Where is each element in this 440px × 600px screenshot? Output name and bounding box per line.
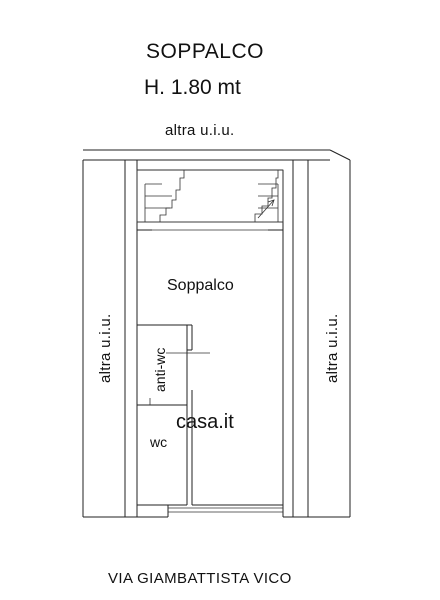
staircase xyxy=(136,169,284,231)
neighbor-right-label: altra u.i.u. xyxy=(324,314,341,383)
bathroom-block xyxy=(136,324,210,505)
room-label-soppalco: Soppalco xyxy=(167,277,234,294)
unit-outline xyxy=(124,159,294,517)
street-facade xyxy=(125,504,308,518)
street-label: VIA GIAMBATTISTA VICO xyxy=(108,570,292,587)
watermark-text: casa.it xyxy=(176,411,234,433)
room-label-anti-wc: anti-wc xyxy=(152,348,168,392)
top-wall xyxy=(83,149,330,161)
right-wall xyxy=(292,149,351,518)
room-label-wc: wc xyxy=(149,434,167,450)
neighbor-top-label: altra u.i.u. xyxy=(165,122,234,139)
neighbor-left-label: altra u.i.u. xyxy=(97,314,114,383)
plan-title: SOPPALCO xyxy=(146,40,264,63)
ceiling-height-label: H. 1.80 mt xyxy=(144,76,241,99)
